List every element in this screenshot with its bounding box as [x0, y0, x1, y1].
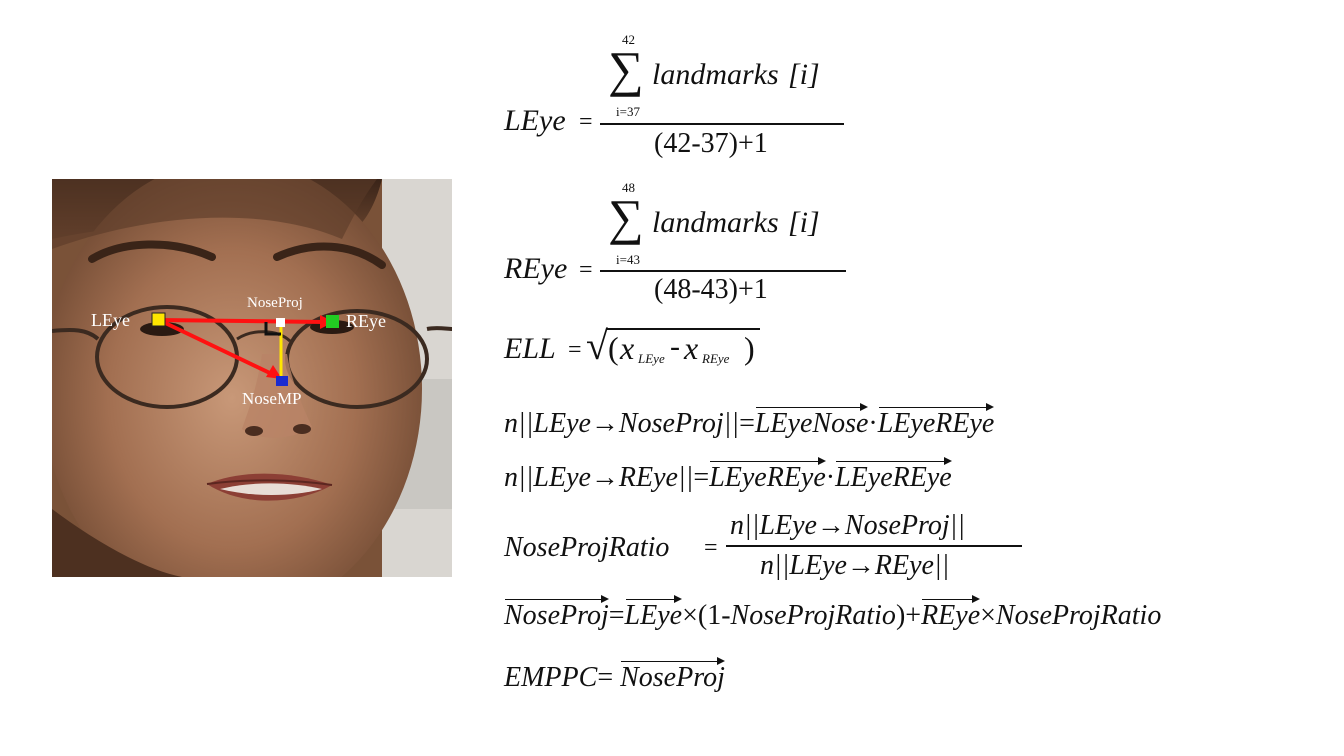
ell-lhs: ELL [504, 332, 556, 365]
ell-root-bar [606, 328, 760, 330]
label-nose-mp: NoseMP [242, 389, 302, 408]
norm-reye-lhs: n||LEye→REye||=LEyeREye·LEyeREye [504, 457, 952, 493]
equation-emppc: EMPPC= NoseProj [504, 657, 904, 702]
leye-equals: = [579, 109, 593, 135]
leye-numerator-text: landmarks [652, 58, 779, 91]
norm-reye-equals: = [693, 462, 710, 493]
arrowhead-nose [266, 365, 282, 379]
ratio-denominator: n||LEye→REye|| [760, 550, 950, 581]
reye-numerator-text: landmarks [652, 206, 779, 239]
equation-norm-nose-proj: n||LEye→NoseProj||=LEyeNose·LEyeREye [504, 403, 1124, 448]
leye-sum-upper: 42 [622, 32, 635, 47]
ratio-lhs: NoseProjRatio [504, 532, 670, 563]
vector-leye-to-nose [158, 318, 275, 377]
leye-fraction-bar [600, 123, 844, 125]
vector-leye-reye-2: LEyeREye [835, 457, 952, 493]
leye-numerator-index: [i] [788, 58, 820, 91]
leye-denominator: (42-37)+1 [654, 128, 768, 159]
vector-nose-proj: NoseProj [504, 595, 609, 631]
proj-equals: = [608, 600, 625, 631]
equation-norm-reye: n||LEye→REye||=LEyeREye·LEyeREye [504, 457, 1124, 502]
norm-nose-proj-equals: = [739, 408, 755, 439]
label-right-eye: REye [346, 311, 386, 331]
vector-nose-proj-result: NoseProj [620, 657, 725, 693]
norm-nose-proj-lhs-text: n||LEye→NoseProj|| [504, 408, 740, 439]
vector-reye: REye [921, 595, 981, 631]
equation-leye: LEye = 42 ∑ i=37 landmarks [i] (42-37)+1 [504, 30, 864, 160]
reye-sum-upper: 48 [622, 180, 635, 195]
leye-lhs: LEye [504, 104, 566, 137]
proj-open: (1- [697, 600, 731, 631]
ell-minus: - [670, 330, 680, 363]
leye-sum-symbol: ∑ [608, 41, 644, 97]
proj-ratio-term: NoseProjRatio [730, 600, 896, 631]
nose-proj-marker [276, 318, 285, 327]
equation-reye: REye = 48 ∑ i=43 landmarks [i] (48-43)+1 [504, 178, 864, 308]
vector-leye-reye-1: LEyeREye [709, 457, 826, 493]
proj-expression: NoseProj=LEye×(1-NoseProjRatio)+REye×Nos… [504, 595, 1162, 631]
norm-reye-lhs-text: n||LEye→REye|| [504, 462, 694, 493]
ell-x1: x [620, 330, 635, 366]
times-operator-1: × [682, 600, 698, 631]
right-eye-marker [326, 315, 339, 328]
nose-mp-marker [276, 376, 288, 386]
face-landmark-figure: LEye REye NoseProj NoseMP [52, 179, 452, 577]
reye-sum-lower: i=43 [616, 252, 640, 267]
proj-ratio-tail: NoseProjRatio [995, 600, 1162, 631]
reye-denominator: (48-43)+1 [654, 274, 768, 305]
proj-close: )+ [895, 600, 922, 631]
reye-sum-symbol: ∑ [608, 189, 644, 245]
equation-ell: ELL = √ ( x LEye - x REye ) [504, 320, 804, 380]
leye-sum-lower: i=37 [616, 104, 640, 119]
emppc-equals: = [597, 662, 614, 693]
ratio-equals: = [704, 535, 718, 561]
equation-panel: LEye = 42 ∑ i=37 landmarks [i] (42-37)+1… [504, 30, 1324, 730]
ell-close-paren: ) [744, 330, 755, 366]
dot-operator-2: · [825, 462, 836, 493]
reye-numerator-index: [i] [788, 206, 820, 239]
vector-leye: LEye [624, 595, 683, 631]
vector-leye-to-reye [158, 318, 325, 324]
norm-nose-proj-lhs: n||LEye→NoseProj||=LEyeNose·LEyeREye [504, 403, 995, 439]
landmark-overlay: LEye REye NoseProj NoseMP [91, 295, 386, 408]
equation-nose-proj-ratio: NoseProjRatio = n||LEye→NoseProj|| n||LE… [504, 512, 1064, 592]
emppc-expression: EMPPC= NoseProj [504, 657, 725, 693]
times-operator-2: × [980, 600, 996, 631]
label-nose-proj: NoseProj [247, 295, 303, 311]
reye-lhs: REye [504, 252, 568, 285]
emppc-lhs: EMPPC [504, 662, 598, 693]
ratio-fraction-bar [726, 545, 1022, 547]
equation-nose-proj-vector: NoseProj=LEye×(1-NoseProjRatio)+REye×Nos… [504, 595, 1324, 640]
ell-x2: x [684, 330, 699, 366]
vector-leye-nose: LEyeNose [754, 403, 869, 439]
ell-open-paren: ( [608, 330, 619, 366]
ell-equals: = [568, 337, 582, 363]
reye-fraction-bar [600, 270, 846, 272]
left-eye-marker [151, 312, 166, 327]
face-photo [52, 179, 452, 577]
dot-operator: · [868, 408, 878, 439]
reye-equals: = [579, 257, 593, 283]
ell-sub-reye: REye [702, 351, 730, 366]
right-angle-marker [264, 322, 281, 336]
ell-root-symbol: √ [586, 323, 608, 368]
vector-leye-reye: LEyeREye [877, 403, 995, 439]
label-left-eye: LEye [91, 310, 130, 330]
ratio-numerator: n||LEye→NoseProj|| [730, 510, 966, 541]
ell-sub-leye: LEye [638, 351, 665, 366]
